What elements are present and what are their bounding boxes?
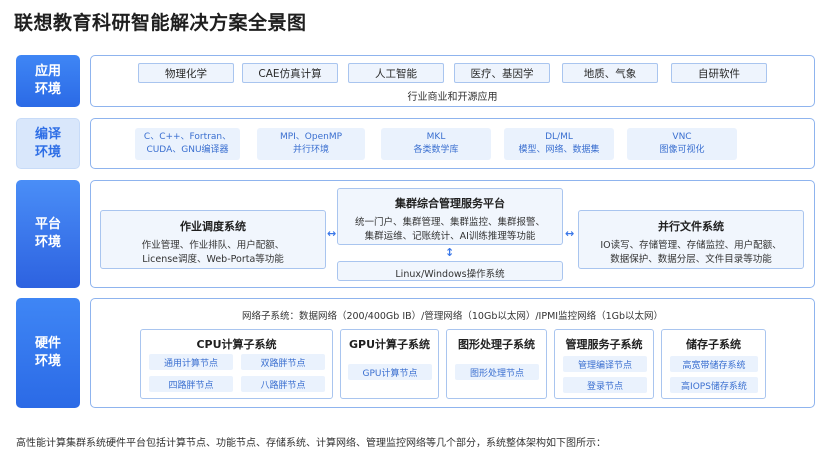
row-label-hardware-text: 硬件 环境 xyxy=(34,336,61,369)
compile-chip: MKL 各类数学库 xyxy=(381,128,491,160)
cpu-subsystem-box: CPU计算子系统 通用计算节点 双路胖节点 四路胖节点 八路胖节点 xyxy=(140,329,333,399)
cpu-subsystem-title: CPU计算子系统 xyxy=(196,338,277,351)
row-label-app-text: 应用 环境 xyxy=(34,64,61,97)
gpu-subsystem-title: GPU计算子系统 xyxy=(348,338,431,351)
bidirectional-arrow-icon: ↔ xyxy=(565,227,575,240)
gpu-subsystem-box: GPU计算子系统 GPU计算节点 xyxy=(340,329,439,399)
job-scheduler-title: 作业调度系统 xyxy=(180,220,246,233)
footer-description: 高性能计算集群系统硬件平台包括计算节点、功能节点、存储系统、计算网络、管理监控网… xyxy=(16,438,606,449)
storage-node-chip: 高宽带储存系统 xyxy=(670,356,758,372)
platform-environment-box: 作业调度系统 作业管理、作业排队、用户配额、 License调度、Web-Por… xyxy=(90,180,815,288)
app-chip: 人工智能 xyxy=(348,63,444,83)
compile-chip-line: C、C++、Fortran、 xyxy=(143,132,232,143)
mgmt-node-chip: 登录节点 xyxy=(563,377,647,393)
os-label: Linux/Windows操作系统 xyxy=(395,269,505,280)
compile-chip-line: 并行环境 xyxy=(292,145,329,155)
cluster-mgmt-desc: 集群运维、记账统计、AI训练推理等功能 xyxy=(364,231,536,242)
compile-environment-box: C、C++、Fortran、 CUDA、GNU编译器 MPI、OpenMP 并行… xyxy=(90,118,815,169)
compile-chip: MPI、OpenMP 并行环境 xyxy=(257,128,365,160)
cpu-node-chip: 八路胖节点 xyxy=(241,376,325,392)
graphics-subsystem-box: 图形处理子系统 图形处理节点 xyxy=(446,329,547,399)
compile-chip-line: 各类数学库 xyxy=(413,145,459,155)
graphics-subsystem-title: 图形处理子系统 xyxy=(458,338,535,351)
row-label-hardware: 硬件 环境 xyxy=(16,298,80,408)
app-environment-box: 物理化学 CAE仿真计算 人工智能 医疗、基因学 地质、气象 自研软件 行业商业… xyxy=(90,55,815,107)
compile-chip: DL/ML 模型、网络、数据集 xyxy=(504,128,614,160)
row-label-compile-text: 编译 环境 xyxy=(34,126,61,160)
parallel-fs-title: 并行文件系统 xyxy=(658,220,724,233)
storage-node-chip: 高IOPS储存系统 xyxy=(670,377,758,393)
job-scheduler-panel: 作业调度系统 作业管理、作业排队、用户配额、 License调度、Web-Por… xyxy=(100,210,326,269)
gpu-node-chip: GPU计算节点 xyxy=(348,364,432,380)
bidirectional-arrow-icon: ↔ xyxy=(327,227,337,240)
hardware-environment-box: 网络子系统：数据网络（200/400Gb IB）/管理网络（10Gb以太网）/I… xyxy=(90,298,815,408)
parallel-fs-panel: 并行文件系统 IO读写、存储管理、存储监控、用户配额、 数据保护、数据分层、文件… xyxy=(578,210,804,269)
app-chip: 自研软件 xyxy=(671,63,767,83)
compile-chip: C、C++、Fortran、 CUDA、GNU编译器 xyxy=(135,128,240,160)
mgmt-subsystem-title: 管理服务子系统 xyxy=(565,338,643,351)
cpu-node-chip: 通用计算节点 xyxy=(149,354,233,370)
graphics-node-chip: 图形处理节点 xyxy=(455,364,539,380)
mgmt-node-chip: 管理编译节点 xyxy=(563,356,647,372)
row-label-platform: 平台 环境 xyxy=(16,180,80,288)
row-label-app: 应用 环境 xyxy=(16,55,80,107)
cpu-node-chip: 双路胖节点 xyxy=(241,354,325,370)
compile-chip-line: CUDA、GNU编译器 xyxy=(146,145,229,155)
compile-chip-line: 图像可视化 xyxy=(659,145,705,155)
app-chip: 地质、气象 xyxy=(562,63,658,83)
compile-chip-line: VNC xyxy=(672,132,692,143)
parallel-fs-desc: 数据保护、数据分层、文件目录等功能 xyxy=(610,254,772,265)
compile-chip: VNC 图像可视化 xyxy=(627,128,737,160)
job-scheduler-desc: 作业管理、作业排队、用户配额、 xyxy=(141,240,285,251)
cpu-node-chip: 四路胖节点 xyxy=(149,376,233,392)
parallel-fs-desc: IO读写、存储管理、存储监控、用户配额、 xyxy=(600,240,782,251)
cluster-mgmt-desc: 统一门户、集群管理、集群监控、集群报警、 xyxy=(354,217,545,228)
network-subsystem-text: 网络子系统：数据网络（200/400Gb IB）/管理网络（10Gb以太网）/I… xyxy=(241,311,664,322)
app-subtitle: 行业商业和开源应用 xyxy=(407,92,498,103)
vertical-arrow-icon: ↕ xyxy=(445,246,455,259)
app-chip: 医疗、基因学 xyxy=(454,63,550,83)
cluster-mgmt-title: 集群综合管理服务平台 xyxy=(395,197,505,210)
compile-chip-line: MKL xyxy=(426,132,446,143)
row-label-platform-text: 平台 环境 xyxy=(34,217,61,250)
compile-chip-line: 模型、网络、数据集 xyxy=(518,145,600,155)
os-panel: Linux/Windows操作系统 xyxy=(337,261,563,281)
compile-chip-line: MPI、OpenMP xyxy=(279,132,343,143)
storage-subsystem-box: 储存子系统 高宽带储存系统 高IOPS储存系统 xyxy=(661,329,766,399)
job-scheduler-desc: License调度、Web-Porta等功能 xyxy=(142,254,284,265)
cluster-mgmt-panel: 集群综合管理服务平台 统一门户、集群管理、集群监控、集群报警、 集群运维、记账统… xyxy=(337,188,563,245)
storage-subsystem-title: 储存子系统 xyxy=(686,338,741,351)
app-chip: 物理化学 xyxy=(138,63,234,83)
app-chip: CAE仿真计算 xyxy=(242,63,338,83)
row-label-compile: 编译 环境 xyxy=(16,118,80,169)
compile-chip-line: DL/ML xyxy=(545,132,573,143)
page-title: 联想教育科研智能解决方案全景图 xyxy=(14,12,307,34)
mgmt-subsystem-box: 管理服务子系统 管理编译节点 登录节点 xyxy=(554,329,654,399)
